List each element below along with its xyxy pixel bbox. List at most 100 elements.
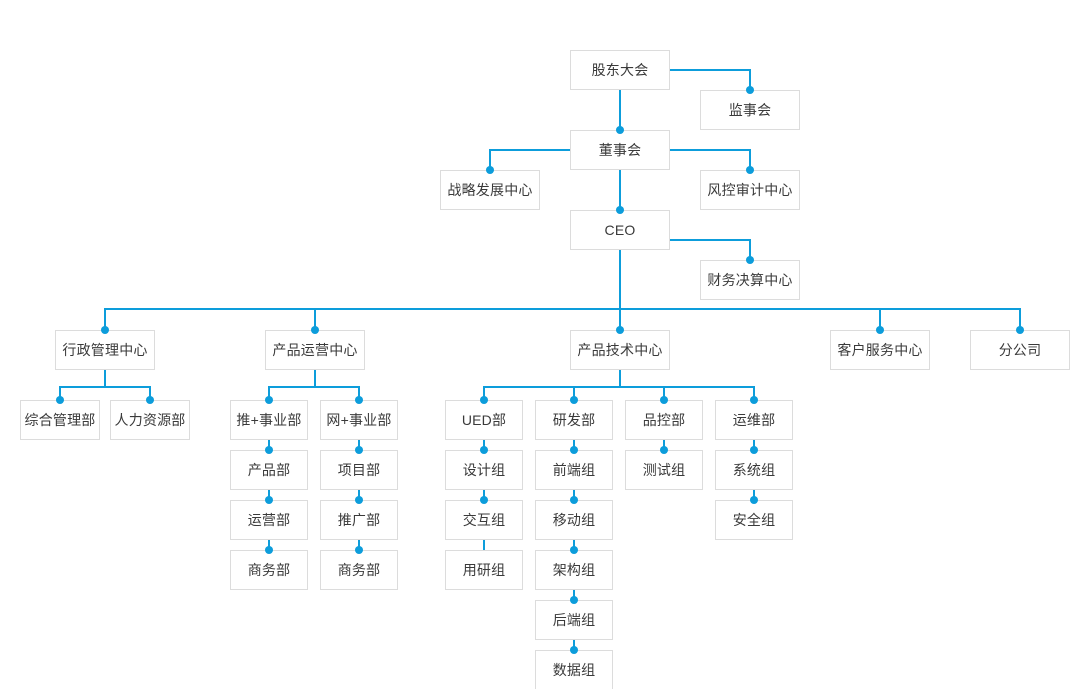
org-node-label-research-group: 用研组	[462, 562, 506, 578]
dot-qc	[660, 396, 668, 404]
org-node-biz-dept-2[interactable]: 商务部	[320, 550, 398, 590]
org-node-tui-bu[interactable]: 推+事业部	[230, 400, 308, 440]
dot-biz-dept-1	[265, 546, 273, 554]
org-node-label-test-group: 测试组	[642, 462, 686, 478]
dot-general-mgmt	[56, 396, 64, 404]
org-node-shareholders[interactable]: 股东大会	[570, 50, 670, 90]
org-node-label-rnd: 研发部	[552, 412, 596, 428]
org-node-general-mgmt[interactable]: 综合管理部	[20, 400, 100, 440]
org-node-test-group[interactable]: 测试组	[625, 450, 703, 490]
org-node-label-security-group: 安全组	[732, 512, 776, 528]
org-node-label-customer: 客户服务中心	[837, 342, 923, 358]
connector-c-board-strat-h	[489, 149, 620, 151]
dot-supervisors	[746, 86, 754, 94]
org-node-system-group[interactable]: 系统组	[715, 450, 793, 490]
org-node-strategy[interactable]: 战略发展中心	[440, 170, 540, 210]
dot-tui-bu	[265, 396, 273, 404]
connector-c-share-board	[619, 90, 621, 130]
connector-c-prodtech-v	[619, 370, 621, 388]
org-node-board[interactable]: 董事会	[570, 130, 670, 170]
org-node-ops-maint[interactable]: 运维部	[715, 400, 793, 440]
connector-c-trunk-prodtech	[619, 308, 621, 330]
org-node-data-group[interactable]: 数据组	[535, 650, 613, 689]
org-node-label-strategy: 战略发展中心	[447, 182, 533, 198]
dot-strategy	[486, 166, 494, 174]
org-node-rnd[interactable]: 研发部	[535, 400, 613, 440]
dot-ops-maint	[750, 396, 758, 404]
connector-c-ceo-fin-v	[749, 239, 751, 260]
org-node-design-group[interactable]: 设计组	[445, 450, 523, 490]
org-node-promo-dept[interactable]: 推广部	[320, 500, 398, 540]
org-node-ops-dept[interactable]: 运营部	[230, 500, 308, 540]
dot-project-dept	[355, 446, 363, 454]
org-node-interact-group[interactable]: 交互组	[445, 500, 523, 540]
org-node-admin[interactable]: 行政管理中心	[55, 330, 155, 370]
connector-c-prodops-v	[314, 370, 316, 388]
org-node-hr[interactable]: 人力资源部	[110, 400, 190, 440]
dot-ceo	[616, 206, 624, 214]
connector-c-pt-ops	[753, 386, 755, 400]
dot-prodops	[311, 326, 319, 334]
org-node-finance[interactable]: 财务决算中心	[700, 260, 800, 300]
org-node-label-system-group: 系统组	[732, 462, 776, 478]
org-node-label-general-mgmt: 综合管理部	[24, 412, 96, 428]
org-node-label-promo-dept: 推广部	[337, 512, 381, 528]
org-node-label-supervisors: 监事会	[728, 102, 772, 118]
org-node-project-dept[interactable]: 项目部	[320, 450, 398, 490]
org-node-ued[interactable]: UED部	[445, 400, 523, 440]
dot-finance	[746, 256, 754, 264]
org-node-biz-dept-1[interactable]: 商务部	[230, 550, 308, 590]
connector-c-ceo-trunk-v	[619, 250, 621, 310]
org-node-label-qc: 品控部	[642, 412, 686, 428]
dot-product-dept	[265, 446, 273, 454]
org-node-label-backend-group: 后端组	[552, 612, 596, 628]
org-node-customer[interactable]: 客户服务中心	[830, 330, 930, 370]
connector-c-inter-research	[483, 540, 485, 552]
connector-c-prodops-tui	[268, 386, 270, 400]
dot-design-group	[480, 446, 488, 454]
dot-prodtech	[616, 326, 624, 334]
org-node-label-shareholders: 股东大会	[591, 62, 649, 78]
org-node-label-branch: 分公司	[998, 342, 1042, 358]
org-node-label-board: 董事会	[598, 142, 642, 158]
org-node-label-ceo: CEO	[604, 222, 636, 238]
org-node-mobile-group[interactable]: 移动组	[535, 500, 613, 540]
dot-backend-group	[570, 596, 578, 604]
dot-test-group	[660, 446, 668, 454]
connector-c-board-ceo	[619, 170, 621, 210]
org-node-ceo[interactable]: CEO	[570, 210, 670, 250]
dot-data-group	[570, 646, 578, 654]
connector-c-share-superv-v	[749, 69, 751, 90]
connector-c-board-risk-v	[749, 149, 751, 170]
org-node-research-group[interactable]: 用研组	[445, 550, 523, 590]
org-node-security-group[interactable]: 安全组	[715, 500, 793, 540]
dot-wang-bu	[355, 396, 363, 404]
dot-ops-dept	[265, 496, 273, 504]
org-node-qc[interactable]: 品控部	[625, 400, 703, 440]
dot-customer	[876, 326, 884, 334]
connector-c-admin-v	[104, 370, 106, 388]
org-node-label-ued: UED部	[461, 412, 507, 428]
org-node-label-biz-dept-2: 商务部	[337, 562, 381, 578]
org-node-branch[interactable]: 分公司	[970, 330, 1070, 370]
org-node-prodtech[interactable]: 产品技术中心	[570, 330, 670, 370]
connector-c-share-superv-h	[620, 69, 750, 71]
org-node-wang-bu[interactable]: 网+事业部	[320, 400, 398, 440]
dot-security-group	[750, 496, 758, 504]
connector-c-ceo-fin-h	[620, 239, 750, 241]
org-node-arch-group[interactable]: 架构组	[535, 550, 613, 590]
dot-arch-group	[570, 546, 578, 554]
org-node-label-design-group: 设计组	[462, 462, 506, 478]
org-node-backend-group[interactable]: 后端组	[535, 600, 613, 640]
org-node-label-wang-bu: 网+事业部	[326, 412, 392, 428]
org-node-prodops[interactable]: 产品运营中心	[265, 330, 365, 370]
org-node-label-ops-dept: 运营部	[247, 512, 291, 528]
org-node-supervisors[interactable]: 监事会	[700, 90, 800, 130]
org-node-product-dept[interactable]: 产品部	[230, 450, 308, 490]
dot-frontend-group	[570, 446, 578, 454]
org-node-riskaudit[interactable]: 风控审计中心	[700, 170, 800, 210]
org-node-label-riskaudit: 风控审计中心	[707, 182, 793, 198]
dot-biz-dept-2	[355, 546, 363, 554]
org-node-frontend-group[interactable]: 前端组	[535, 450, 613, 490]
dot-promo-dept	[355, 496, 363, 504]
